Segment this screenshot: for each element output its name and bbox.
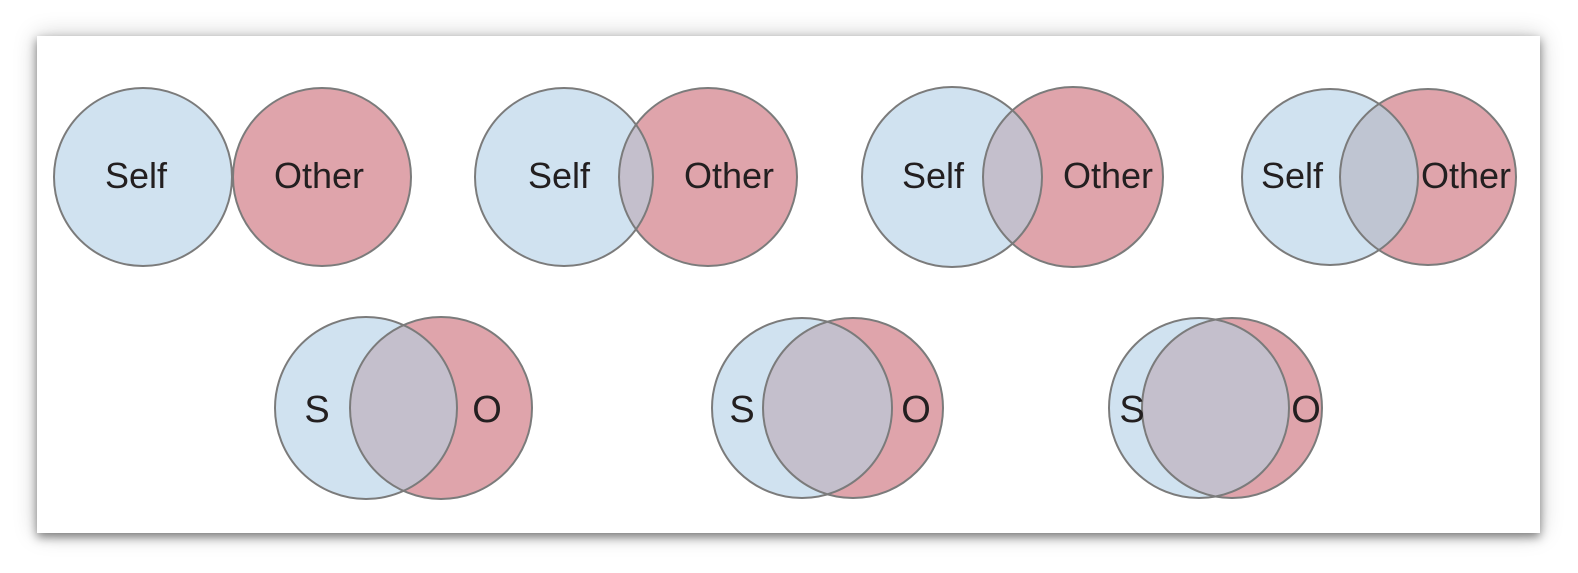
pair-7-self-label: S [1119, 389, 1144, 431]
venn-pair-4: Self Other [1241, 88, 1517, 266]
venn-pair-2: Self Other [474, 87, 798, 267]
pair-2-other-label: Other [684, 155, 774, 196]
pair-4-other-label: Other [1421, 155, 1511, 196]
pair-7-other-outline [1141, 317, 1323, 499]
pair-7-self-outline [1108, 317, 1290, 499]
pair-5-other-label: O [472, 389, 502, 431]
pair-1-other-label: Other [274, 155, 364, 196]
pair-3-self-outline [861, 86, 1043, 268]
pair-6-other-outline [762, 317, 944, 499]
pair-3-other-label: Other [1063, 155, 1153, 196]
pair-4-self-label: Self [1261, 155, 1324, 196]
pair-2-self-outline [474, 87, 654, 267]
pair-5-self-outline [274, 316, 458, 500]
pair-6-self-outline [711, 317, 893, 499]
pair-6-overlap-region [763, 318, 892, 498]
venn-pair-3: Self Other [861, 86, 1164, 268]
pair-4-self-outline [1241, 88, 1419, 266]
pair-2-other-outline [618, 87, 798, 267]
pair-4-other-outline [1339, 88, 1517, 266]
venn-pair-1: Self Other [53, 87, 412, 267]
pair-7-other-label: O [1291, 389, 1321, 431]
pair-3-overlap-region [983, 87, 1042, 267]
pair-2-other-circle [619, 88, 797, 266]
pair-6-other-label: O [901, 389, 931, 431]
pair-5-overlap-region [350, 317, 457, 499]
pair-5-self-label: S [304, 389, 329, 431]
pair-1-other-outline [232, 87, 412, 267]
pair-3-self-label: Self [902, 155, 965, 196]
pair-6-self-label: S [729, 389, 754, 431]
pair-2-self-label: Self [528, 155, 591, 196]
pair-1-self-circle [54, 88, 232, 266]
pair-5-other-outline [349, 316, 533, 500]
pair-1-self-label: Self [105, 155, 168, 196]
pair-2-self-circle [475, 88, 653, 266]
pair-1-other-circle [233, 88, 411, 266]
pair-4-overlap-region [1340, 89, 1418, 265]
pair-3-other-outline [982, 86, 1164, 268]
